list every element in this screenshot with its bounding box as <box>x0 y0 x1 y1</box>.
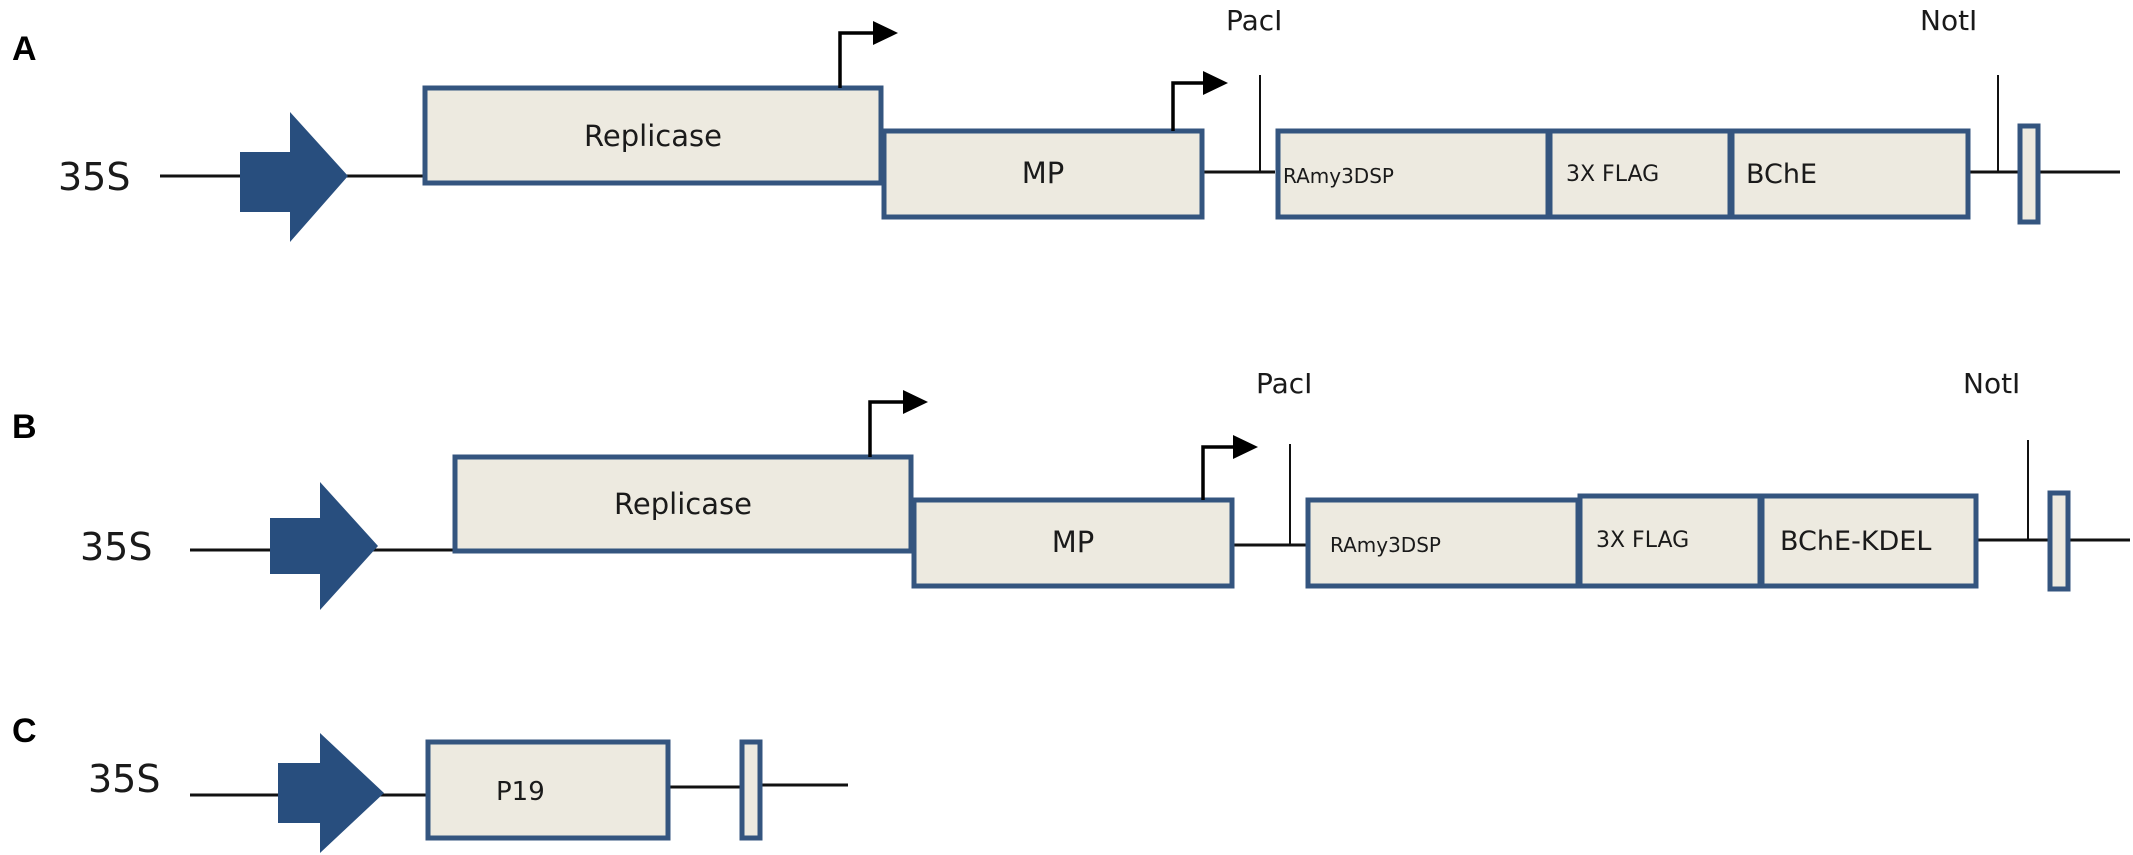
gene-label-p19: P19 <box>496 777 545 807</box>
panel-c: C 35S P19 <box>12 712 848 853</box>
gene-box-replicase <box>422 85 884 186</box>
promoter-label-35s-a: 35S <box>58 155 130 199</box>
site-label-paci: PacI <box>1256 367 1312 400</box>
gene-box-ramy3dsp <box>1305 497 1581 589</box>
panel-label-a: A <box>12 30 37 68</box>
site-label-paci: PacI <box>1226 4 1282 37</box>
gene-label-replicase: Replicase <box>584 119 722 153</box>
site-label-noti: NotI <box>1963 367 2020 400</box>
gene-box-replicase <box>452 454 914 554</box>
gene-label-3x-flag: 3X FLAG <box>1596 528 1689 553</box>
gene-box-bche-kdel <box>1759 493 1979 589</box>
gene-label-ramy3dsp: RAmy3DSP <box>1283 164 1394 188</box>
transcription-start-arrow <box>868 390 928 457</box>
transcription-start-arrow <box>838 21 898 88</box>
site-label-noti: NotI <box>1920 4 1977 37</box>
gene-box-3x-flag <box>1547 128 1733 220</box>
transcription-start-arrow <box>1201 435 1258 500</box>
promoter-label-35s-c: 35S <box>88 757 160 801</box>
gene-box-3x-flag <box>1577 493 1763 589</box>
gene-box-ramy3dsp <box>1275 128 1551 220</box>
gene-label-mp: MP <box>1022 156 1065 190</box>
terminator-box <box>739 739 763 841</box>
gene-label-ramy3dsp: RAmy3DSP <box>1330 533 1441 557</box>
panel-a: A 35S Replicase MP RAmy3DSP 3X FLAG BChE… <box>12 4 2120 242</box>
promoter-arrow-35s <box>270 482 378 610</box>
gene-label-mp: MP <box>1052 525 1095 559</box>
promoter-arrow-35s <box>278 733 384 853</box>
promoter-arrow-35s <box>240 112 348 242</box>
panel-b: B 35S Replicase MP RAmy3DSP 3X FLAG BChE… <box>12 367 2130 610</box>
gene-label-replicase: Replicase <box>614 487 752 521</box>
gene-box-mp <box>881 128 1205 220</box>
gene-box-p19 <box>425 739 671 841</box>
promoter-label-35s-b: 35S <box>80 525 152 569</box>
gene-box-bche <box>1729 128 1971 220</box>
gene-label-bche: BChE <box>1746 159 1817 190</box>
gene-label-bche-kdel: BChE-KDEL <box>1780 526 1931 557</box>
gene-label-3x-flag: 3X FLAG <box>1566 162 1659 187</box>
terminator-box <box>2017 123 2041 225</box>
terminator-box <box>2047 490 2071 592</box>
transcription-start-arrow <box>1171 71 1228 131</box>
panel-label-c: C <box>12 712 37 750</box>
panel-label-b: B <box>12 408 37 446</box>
gene-box-mp <box>911 497 1235 589</box>
